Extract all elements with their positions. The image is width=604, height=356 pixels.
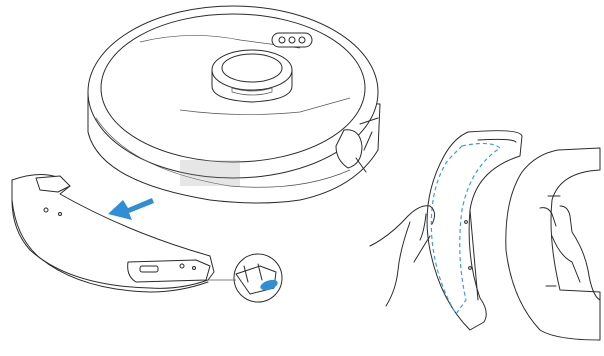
robot-vacuum: [88, 6, 380, 203]
mop-pad-attach-step: [370, 131, 600, 340]
left-hand: [370, 206, 435, 306]
robot-button-panel-icon: [272, 33, 312, 47]
robot-side-grill: [180, 160, 240, 186]
lds-turret: [212, 50, 292, 102]
blue-arrow-icon: [108, 198, 154, 220]
clip-detail-inset: [206, 254, 282, 302]
mop-pad-back: [506, 148, 600, 340]
